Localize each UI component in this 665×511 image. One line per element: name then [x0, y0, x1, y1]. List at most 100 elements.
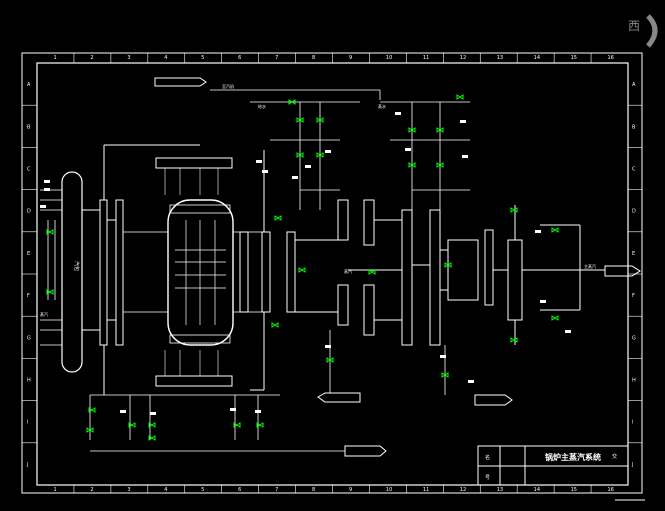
valve-icon: [274, 215, 282, 221]
bottom-drain-lines: [89, 330, 446, 452]
bottom-center-arrow: [344, 445, 387, 457]
steam-drum: [61, 171, 83, 373]
sheet-outer-border: [21, 52, 643, 494]
grid-row-label: E: [27, 251, 30, 257]
grid-col-label: 3: [127, 487, 130, 493]
grid-col-label: 12: [460, 487, 466, 493]
right-section: [440, 205, 605, 345]
equipment-tag: [395, 112, 401, 115]
grid-row-label: G: [632, 335, 636, 341]
grid-col-label: 9: [349, 487, 352, 493]
header-ticks: [164, 168, 219, 376]
valve-icon: [46, 229, 54, 235]
grid-row-label: D: [632, 209, 636, 215]
upper-header-box: [155, 157, 233, 169]
equipment-tag: [460, 120, 466, 123]
equipment-tag: [535, 230, 541, 233]
grid-row-label: I: [632, 420, 633, 426]
grid-col-label: 4: [164, 55, 167, 61]
grid-col-label: 14: [534, 487, 540, 493]
valve-icon: [436, 162, 444, 168]
drawing-title: 锅炉主蒸汽系统: [544, 452, 601, 462]
grid-col-label: 16: [608, 55, 614, 61]
equipment-tag: [44, 188, 50, 191]
steam-drum-label: 汽包: [73, 261, 80, 271]
equipment-tag: [305, 165, 311, 168]
equipment-tag: [440, 355, 446, 358]
equipment-tag: [292, 176, 298, 179]
grid-row-label: A: [632, 82, 636, 88]
grid-col-label: 7: [275, 55, 278, 61]
grid-col-label: 9: [349, 55, 352, 61]
grid-col-label: 14: [534, 55, 540, 61]
valve-icon: [86, 427, 94, 433]
valve-icon: [316, 152, 324, 158]
grid-col-label: 15: [571, 487, 577, 493]
equipment-tag: [150, 412, 156, 415]
valve-icon: [444, 262, 452, 268]
grid-col-label: 8: [312, 487, 315, 493]
grid-col-label: 1: [53, 55, 56, 61]
valve-icon: [148, 435, 156, 441]
furnace-top-header: [169, 204, 231, 214]
grid-col-label: 12: [460, 55, 466, 61]
valve-icon: [88, 407, 96, 413]
equipment-tag: [262, 170, 268, 173]
valve-icon: [408, 127, 416, 133]
feed-water-label: 给水: [258, 103, 266, 109]
grid-row-label: C: [27, 167, 31, 173]
valve-icon: [316, 117, 324, 123]
corner-arc: [646, 14, 658, 48]
grid-row-label: D: [27, 209, 31, 215]
left-inlet-lines: [40, 189, 62, 346]
bottom-right-arrow: [474, 394, 513, 406]
equipment-tag: [325, 150, 331, 153]
valve-icon: [551, 227, 559, 233]
grid-row-label: J: [631, 462, 633, 468]
grid-col-label: 13: [497, 487, 503, 493]
grid-row-label: I: [27, 420, 28, 426]
grid-col-label: 6: [238, 55, 241, 61]
corner-character: 西: [628, 19, 640, 33]
left-headers: [82, 144, 200, 395]
grid-row-label: J: [26, 462, 28, 468]
valve-icon: [233, 422, 241, 428]
grid-row-label: B: [27, 124, 31, 130]
valve-icon: [326, 357, 334, 363]
grid-row-label: C: [632, 167, 636, 173]
bottom-left-arrow: [317, 392, 361, 403]
valve-icon: [436, 127, 444, 133]
equipment-tag: [44, 180, 50, 183]
equipment-tag: [405, 148, 411, 151]
valve-icon: [551, 315, 559, 321]
grid-col-label: 10: [386, 487, 392, 493]
furnace-internal-lines: [123, 220, 262, 325]
right-outlet-label: 主蒸汽: [584, 263, 596, 269]
furnace-bottom-header: [169, 334, 231, 344]
valve-icon: [288, 99, 296, 105]
valve-icon: [408, 162, 416, 168]
grid-col-label: 4: [164, 487, 167, 493]
grid-row-label: A: [27, 82, 31, 88]
equipment-tag: [230, 408, 236, 411]
equipment-tag: [462, 155, 468, 158]
grid-row-label: E: [632, 251, 635, 257]
valve-icon: [298, 267, 306, 273]
left-water-label: 蒸汽: [40, 311, 48, 317]
equipment-tag: [468, 380, 474, 383]
sheet-inner-border: [36, 62, 629, 486]
valve-icon: [456, 94, 464, 100]
upper-right-pipes: [210, 89, 470, 210]
equipment-tag: [325, 345, 331, 348]
equipment-tag-group: [40, 112, 571, 415]
equipment-tag: [256, 160, 262, 163]
grid-col-label: 7: [275, 487, 278, 493]
grid-col-label: 3: [127, 55, 130, 61]
valve-icon: [441, 372, 449, 378]
equipment-tag: [40, 205, 46, 208]
valve-icon: [296, 152, 304, 158]
